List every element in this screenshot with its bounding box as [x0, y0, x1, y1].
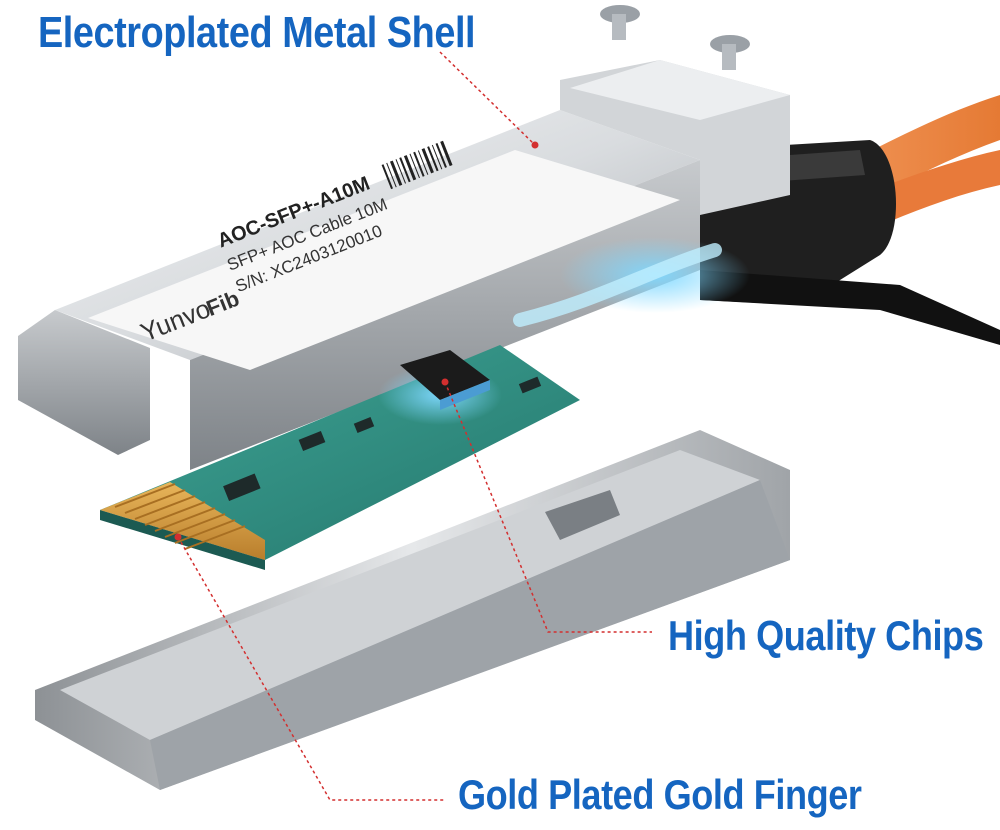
leader-dot-shell	[531, 141, 539, 149]
screw-right	[710, 35, 750, 70]
bottom-metal-shell	[35, 430, 790, 790]
callout-high-quality-chips: High Quality Chips	[668, 612, 984, 659]
optical-fiber-glow	[513, 237, 750, 327]
callout-leader-lines	[177, 51, 652, 801]
barcode	[381, 140, 453, 190]
gold-finger-contacts	[100, 482, 265, 560]
leader-line-shell	[439, 51, 536, 146]
small-components	[223, 376, 542, 502]
top-metal-shell	[18, 60, 790, 470]
leader-dot-chips	[441, 378, 449, 386]
callout-gold-plated-gold-finger: Gold Plated Gold Finger	[458, 771, 862, 818]
leader-line-finger	[177, 536, 445, 801]
screw-left	[600, 5, 640, 40]
leader-line-chips	[444, 381, 652, 633]
leader-dot-finger	[174, 533, 182, 541]
callout-electroplated-metal-shell: Electroplated Metal Shell	[38, 8, 476, 57]
main-ic-chip	[378, 350, 502, 425]
